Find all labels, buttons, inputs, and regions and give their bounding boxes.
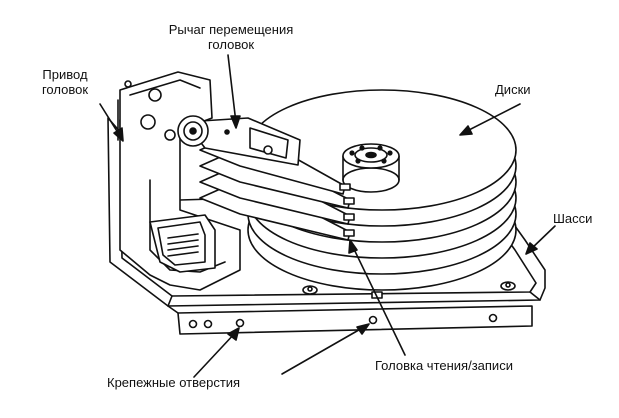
label-head-arm: Рычаг перемещения головок [156,22,306,52]
label-chassis: Шасси [553,211,593,226]
access-arm [177,115,301,166]
arrow-head [356,323,370,335]
mount-hole [235,318,245,328]
actuator-housing [117,71,241,291]
mount-hole [368,315,378,325]
arrow-head [227,327,240,341]
label-platters: Диски [495,82,531,97]
mount-hole [203,319,213,329]
label-mounting-holes: Крепежные отверстия [107,375,241,390]
label-head-arm-text: Рычаг перемещения головок [168,22,294,52]
label-actuator-text: Привод головок [41,67,89,97]
head-arms [199,129,355,241]
label-read-write-head: Головка чтения/записи [375,358,513,373]
arrow-head [113,127,124,142]
mount-hole [488,313,498,323]
leader-arrows [99,54,556,378]
arrow-head [348,239,358,254]
label-actuator: Привод головок [20,67,110,97]
arrow-head [525,242,538,255]
mount-hole [188,319,198,329]
arrow-head [230,115,241,129]
arrow-head [459,125,473,136]
